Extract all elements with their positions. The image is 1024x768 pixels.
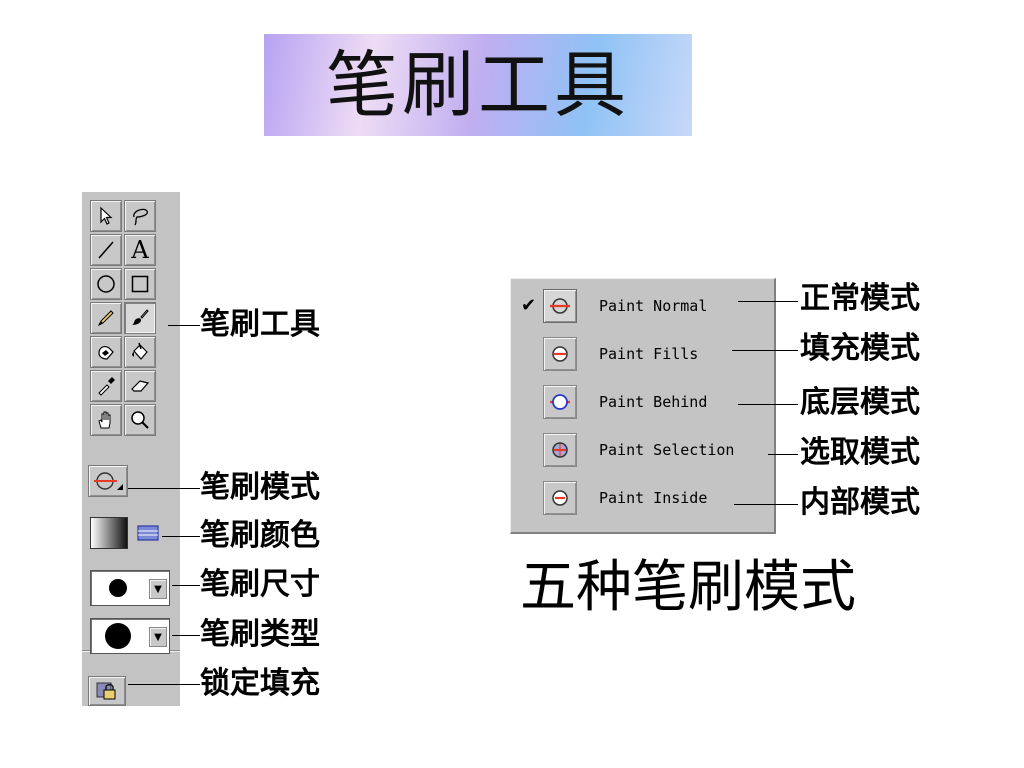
brush-tool-button[interactable] xyxy=(124,302,156,334)
callout-label: 笔刷模式 xyxy=(200,470,320,505)
text-icon: A xyxy=(131,236,149,264)
lasso-icon xyxy=(133,208,148,226)
callout-inside-mode: 内部模式 xyxy=(800,485,920,520)
gradient-fill-icon[interactable] xyxy=(137,524,159,542)
arrow-icon xyxy=(100,206,113,225)
paint-bucket-icon xyxy=(132,342,148,360)
rectangle-icon xyxy=(131,275,149,293)
callout-normal-mode: 正常模式 xyxy=(800,281,920,316)
lasso-tool-button[interactable] xyxy=(124,200,156,232)
callout-fill-mode: 填充模式 xyxy=(800,331,920,366)
paint-bucket-tool-button[interactable] xyxy=(124,336,156,368)
callout-label: 笔刷工具 xyxy=(200,307,320,342)
menu-item-paint-selection[interactable]: Paint Selection xyxy=(511,427,777,475)
ink-bottle-tool-button[interactable] xyxy=(90,336,122,368)
dropper-icon xyxy=(98,377,115,396)
brush-size-dropdown[interactable]: ▼ xyxy=(90,570,170,606)
checkmark-icon: ✔ xyxy=(521,295,537,316)
magnifier-icon xyxy=(131,411,149,429)
brush-size-dot xyxy=(109,579,127,597)
callout-brush-type: 笔刷类型 xyxy=(172,620,320,650)
text-tool-button[interactable]: A xyxy=(124,234,156,266)
menu-item-paint-fills[interactable]: Paint Fills xyxy=(511,331,777,379)
callout-label: 锁定填充 xyxy=(200,666,320,701)
callout-behind-mode: 底层模式 xyxy=(800,385,920,420)
dropper-tool-button[interactable] xyxy=(90,370,122,402)
callout-label: 笔刷类型 xyxy=(200,617,320,652)
callout-brush-color: 笔刷颜色 xyxy=(162,521,320,551)
line-icon xyxy=(98,241,114,259)
magnifier-tool-button[interactable] xyxy=(124,404,156,436)
line-tool-button[interactable] xyxy=(90,234,122,266)
callout-line xyxy=(732,350,798,351)
pencil-icon xyxy=(97,310,114,327)
eraser-tool-button[interactable] xyxy=(124,370,156,402)
callout-lock-fill: 锁定填充 xyxy=(128,669,320,699)
brush-mode-menu: ✔ Paint Normal Paint Fills Paint Behind … xyxy=(510,278,776,534)
brush-icon xyxy=(132,309,149,325)
paint-behind-icon xyxy=(543,385,577,419)
chevron-down-icon[interactable]: ▼ xyxy=(149,579,167,599)
arrow-tool-button[interactable] xyxy=(90,200,122,232)
toolbox-panel: A xyxy=(82,192,180,706)
callout-line xyxy=(738,404,798,405)
brush-color-swatch[interactable] xyxy=(90,517,128,549)
title-banner: 笔刷工具 xyxy=(264,34,692,136)
eraser-icon xyxy=(131,380,150,392)
callout-line xyxy=(768,454,798,455)
subtitle: 五种笔刷模式 xyxy=(520,555,856,620)
oval-icon xyxy=(97,275,115,293)
hand-tool-button[interactable] xyxy=(90,404,122,436)
ink-bottle-icon xyxy=(98,346,114,360)
callout-label: 笔刷尺寸 xyxy=(200,567,320,602)
menu-item-label: Paint Inside xyxy=(599,489,708,507)
tool-grid: A xyxy=(90,200,156,436)
pencil-tool-button[interactable] xyxy=(90,302,122,334)
menu-item-label: Paint Normal xyxy=(599,297,708,315)
callout-line xyxy=(738,301,798,302)
menu-item-paint-inside[interactable]: Paint Inside xyxy=(511,475,777,523)
brush-mode-icon xyxy=(94,472,123,490)
rectangle-tool-button[interactable] xyxy=(124,268,156,300)
paint-normal-icon xyxy=(543,289,577,323)
brush-mode-button[interactable] xyxy=(88,465,128,497)
callout-label: 笔刷颜色 xyxy=(200,518,320,553)
lock-fill-button[interactable] xyxy=(88,676,126,706)
brush-type-dropdown[interactable]: ▼ xyxy=(90,618,170,654)
callout-brush-mode: 笔刷模式 xyxy=(128,473,320,503)
hand-icon xyxy=(98,411,111,429)
menu-item-label: Paint Fills xyxy=(599,345,699,363)
brush-type-dot xyxy=(105,623,131,649)
menu-item-paint-behind[interactable]: Paint Behind xyxy=(511,379,777,427)
menu-item-paint-normal[interactable]: ✔ Paint Normal xyxy=(511,283,777,331)
oval-tool-button[interactable] xyxy=(90,268,122,300)
page-title: 笔刷工具 xyxy=(325,43,630,127)
paint-selection-icon xyxy=(543,433,577,467)
menu-item-label: Paint Selection xyxy=(599,441,735,459)
callout-brush-size: 笔刷尺寸 xyxy=(172,570,320,600)
callout-line xyxy=(734,504,798,505)
chevron-down-icon[interactable]: ▼ xyxy=(149,627,167,647)
paint-fills-icon xyxy=(543,337,577,371)
lock-fill-icon xyxy=(96,682,116,700)
menu-item-label: Paint Behind xyxy=(599,393,708,411)
callout-selection-mode: 选取模式 xyxy=(800,435,920,470)
callout-brush-tool: 笔刷工具 xyxy=(168,310,320,340)
paint-inside-icon xyxy=(543,481,577,515)
